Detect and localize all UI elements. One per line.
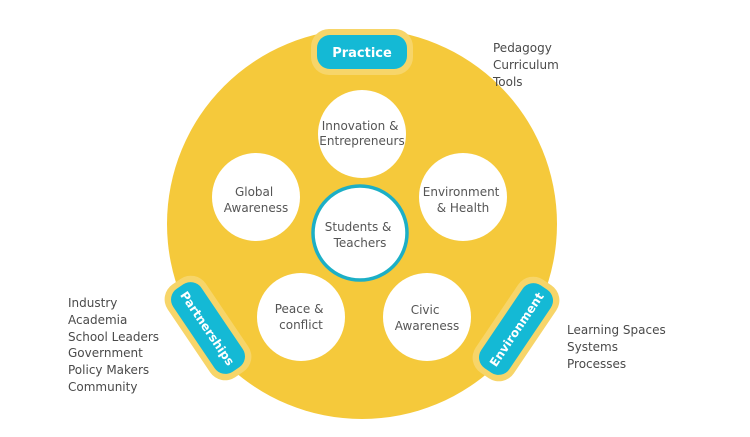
practice-list: Pedagogy Curriculum Tools	[493, 40, 559, 90]
circle-peace-label: Peace & conflict	[275, 302, 328, 332]
list-item: School Leaders	[68, 329, 160, 344]
list-item: Government	[68, 346, 143, 361]
circle-center-label: Students & Teachers	[325, 220, 396, 250]
list-item: Pedagogy	[493, 41, 552, 55]
circle-civic: Civic Awareness	[383, 273, 471, 361]
list-item: Academia	[68, 312, 128, 327]
list-item: Curriculum	[493, 57, 559, 72]
circle-peace: Peace & conflict	[257, 273, 345, 361]
circle-innovation: Innovation & Entrepreneurs	[318, 90, 406, 178]
list-item: Processes	[567, 356, 627, 371]
list-item: Systems	[567, 339, 618, 354]
circle-environment-health: Environment & Health	[419, 153, 507, 241]
tab-practice-label: Practice	[332, 46, 392, 61]
list-item: Learning Spaces	[567, 323, 666, 337]
circle-global-label: Global Awareness	[224, 185, 288, 215]
circle-civic-label: Civic Awareness	[395, 303, 459, 333]
circle-environment-health-label: Environment & Health	[423, 185, 503, 215]
circle-innovation-label: Innovation & Entrepreneurs	[319, 119, 404, 148]
list-item: Community	[68, 379, 138, 394]
partnerships-list: Industry Academia School Leaders Governm…	[68, 295, 159, 396]
list-item: Tools	[493, 74, 523, 89]
circle-global: Global Awareness	[212, 153, 300, 241]
environment-list: Learning Spaces Systems Processes	[567, 322, 666, 372]
list-item: Industry	[68, 296, 118, 310]
list-item: Policy Makers	[68, 363, 150, 378]
circle-center: Students & Teachers	[311, 184, 409, 282]
tab-practice: Practice	[311, 29, 413, 75]
